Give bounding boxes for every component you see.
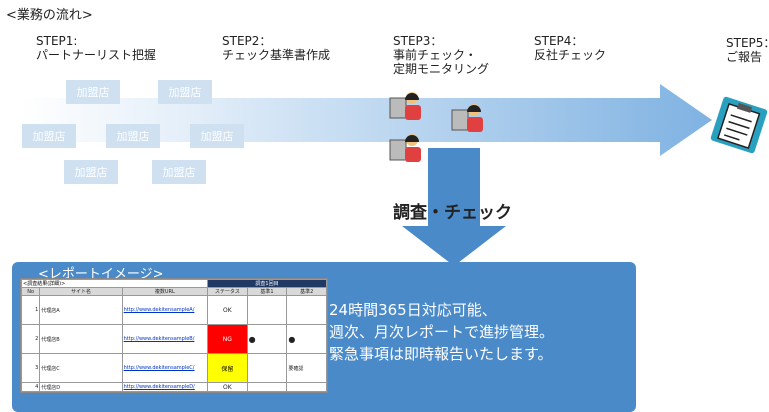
col-header: 基準1 <box>246 287 288 296</box>
cell-site: 代理店B <box>39 324 123 354</box>
col-header: サイト名 <box>39 287 123 296</box>
cell-no: 2 <box>20 324 41 354</box>
cell-status: NG <box>207 324 248 354</box>
step5-label: STEP5： ご報告 <box>726 36 769 64</box>
cell-c2 <box>286 295 327 325</box>
clipboard-icon <box>710 96 768 154</box>
cell-url-link[interactable]: http://www.dekitensampleB/ <box>123 336 195 342</box>
store-box: 加盟店 <box>152 160 206 184</box>
cell-site: 代理店D <box>39 382 123 392</box>
page-title: <業務の流れ> <box>6 8 93 23</box>
step3-label: STEP3： 事前チェック・ 定期モニタリング <box>393 34 490 76</box>
report-table: <調査結果(詳細)> 調査1回目 No サイト名 複数URL ステータス 基準1… <box>20 278 328 393</box>
cell-c2 <box>286 382 327 392</box>
store-box: 加盟店 <box>22 124 76 148</box>
table-row: 4 代理店D http://www.dekitensampleD/ OK <box>20 382 327 392</box>
store-box: 加盟店 <box>106 124 160 148</box>
table-row: 1 代理店A http://www.dekitensampleA/ OK <box>20 295 327 325</box>
down-arrow <box>402 148 506 266</box>
col-header: No <box>20 287 41 296</box>
table-row: 2 代理店B http://www.dekitensampleB/ NG ● ● <box>20 324 327 354</box>
col-header: ステータス <box>207 287 248 296</box>
cell-no: 4 <box>20 382 41 392</box>
operator-icon-3 <box>389 134 421 162</box>
cell-no: 3 <box>20 353 41 383</box>
operator-icon-2 <box>451 104 483 132</box>
table-caption: <調査結果(詳細)> <box>20 279 209 288</box>
store-box: 加盟店 <box>158 80 212 104</box>
cell-site: 代理店A <box>39 295 123 325</box>
cell-status: 保留 <box>207 353 248 383</box>
cell-status: OK <box>207 295 248 325</box>
store-box: 加盟店 <box>64 160 118 184</box>
step2-label: STEP2： チェック基準書作成 <box>222 34 331 62</box>
col-header: 基準2 <box>286 287 327 296</box>
cell-site: 代理店C <box>39 353 123 383</box>
cell-url-link[interactable]: http://www.dekitensampleD/ <box>123 384 195 390</box>
cell-c1 <box>246 295 288 325</box>
report-message: 24時間365日対応可能、 週次、月次レポートで進捗管理。 緊急事項は即時報告い… <box>329 301 555 363</box>
table-row: 3 代理店C http://www.dekitensampleC/ 保留 要確認 <box>20 353 327 383</box>
cell-status: OK <box>207 382 248 392</box>
store-box: 加盟店 <box>190 124 244 148</box>
step4-label: STEP4： 反社チェック <box>534 34 607 62</box>
cell-c1 <box>246 353 288 383</box>
cell-c1 <box>246 382 288 392</box>
operator-icon-1 <box>389 92 421 120</box>
cell-c1: ● <box>246 324 288 354</box>
store-box: 加盟店 <box>66 80 120 104</box>
cell-c2: ● <box>286 324 327 354</box>
cell-no: 1 <box>20 295 41 325</box>
cell-url-link[interactable]: http://www.dekitensampleA/ <box>123 307 195 313</box>
step1-label: STEP1: パートナーリスト把握 <box>36 34 157 62</box>
cell-url-link[interactable]: http://www.dekitensampleC/ <box>123 365 195 371</box>
cell-c2: 要確認 <box>286 353 327 383</box>
table-group-header: 調査1回目 <box>207 279 327 288</box>
col-header: 複数URL <box>121 287 209 296</box>
check-label: 調査・チェック <box>393 203 512 223</box>
